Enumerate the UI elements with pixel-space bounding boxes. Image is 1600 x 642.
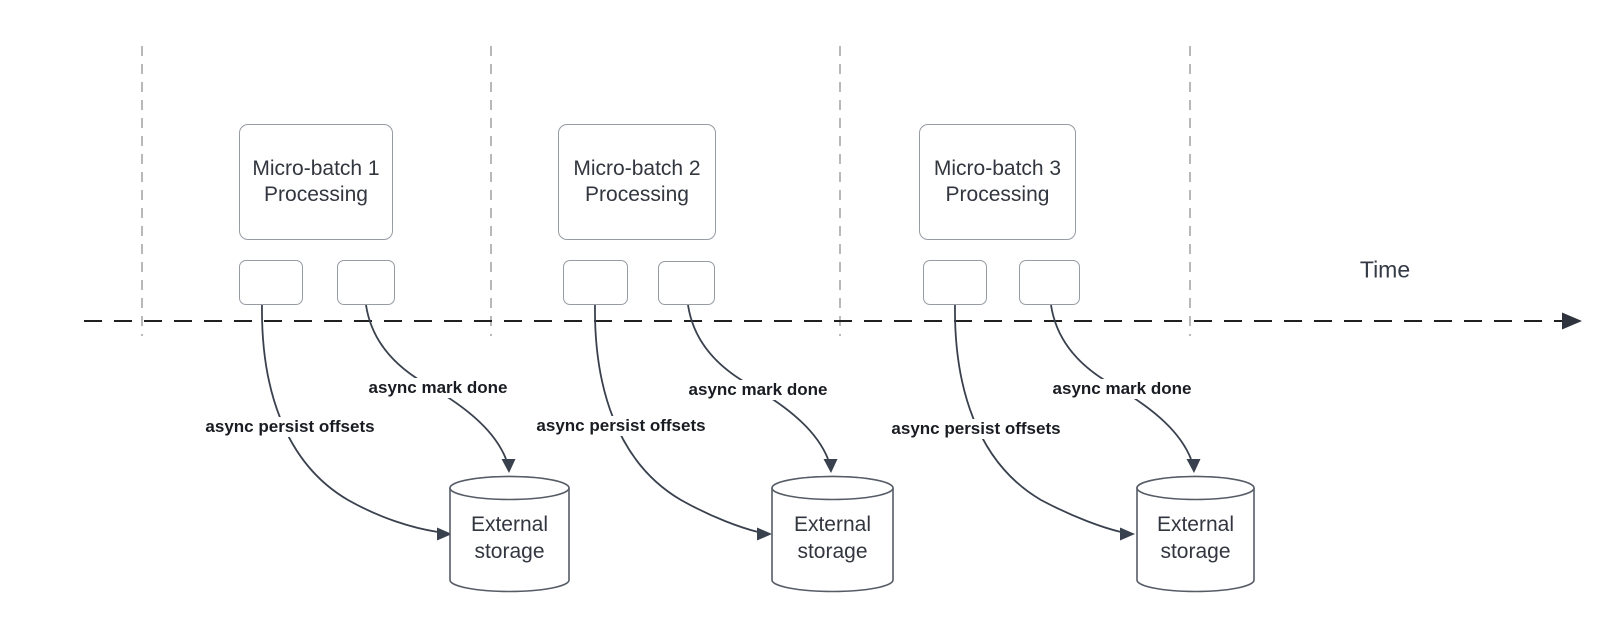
mark-done-label-2: async mark done (685, 380, 831, 400)
markdone-task-box-2 (658, 261, 715, 305)
persist-offsets-label-3: async persist offsets (888, 419, 1064, 439)
mark-done-label-3: async mark done (1049, 379, 1195, 399)
markdone-task-box-3 (1019, 260, 1080, 305)
persist-offsets-arrowhead-icon-3 (1120, 527, 1135, 541)
storage-cylinder-1 (449, 475, 570, 593)
time-axis-label: Time (1359, 256, 1411, 283)
persist-offsets-arrowhead-icon-1 (437, 527, 452, 541)
storage-cylinder-3 (1136, 475, 1255, 593)
mark-done-arrowhead-icon-3 (1186, 459, 1201, 473)
persist-offsets-arrow-1 (261, 304, 439, 533)
mark-done-arrowhead-icon-1 (501, 459, 516, 473)
microbatch-3-box: Micro-batch 3 Processing (919, 124, 1076, 240)
storage-cylinder-2 (771, 475, 894, 593)
microbatch-1-box: Micro-batch 1 Processing (239, 124, 393, 240)
offsets-task-box-2 (563, 260, 628, 305)
microbatch-3-label: Micro-batch 3 Processing (933, 157, 1062, 206)
persist-offsets-label-1: async persist offsets (202, 417, 378, 437)
cylinder-top (449, 475, 570, 501)
persist-offsets-arrow-3 (954, 304, 1122, 533)
cylinder-top (771, 475, 894, 501)
time-axis-arrowhead-icon (1562, 312, 1582, 330)
markdone-task-box-1 (337, 260, 395, 305)
microbatch-2-box: Micro-batch 2 Processing (558, 124, 716, 240)
microbatch-2-label: Micro-batch 2 Processing (573, 157, 701, 206)
persist-offsets-label-2: async persist offsets (533, 416, 709, 436)
mark-done-label-1: async mark done (365, 378, 511, 398)
offsets-task-box-1 (239, 260, 303, 305)
cylinder-top (1136, 475, 1255, 501)
mark-done-arrowhead-icon-2 (823, 459, 838, 473)
offsets-task-box-3 (923, 260, 987, 305)
persist-offsets-arrowhead-icon-2 (757, 527, 772, 541)
microbatch-1-label: Micro-batch 1 Processing (252, 157, 380, 206)
persist-offsets-arrow-2 (594, 304, 759, 533)
